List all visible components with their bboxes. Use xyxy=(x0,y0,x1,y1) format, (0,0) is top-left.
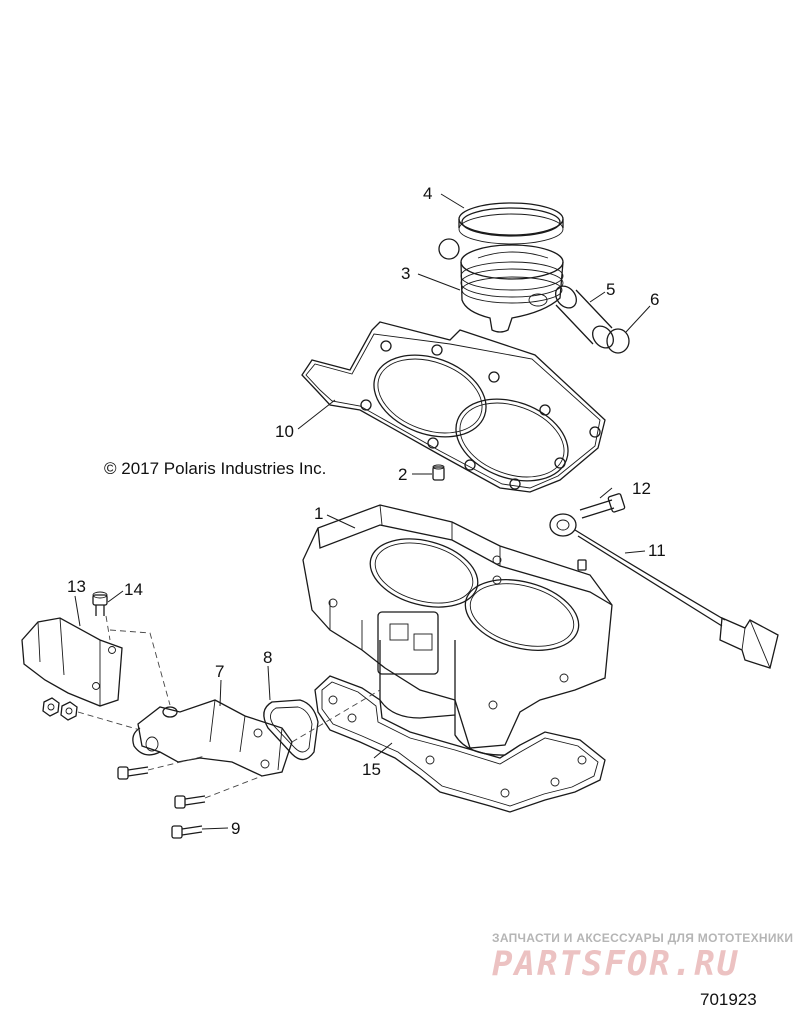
knock-sensor xyxy=(549,513,779,669)
sensor-bolt xyxy=(579,493,626,519)
cylinder-block xyxy=(302,504,613,756)
callout-1: 1 xyxy=(314,504,323,523)
callout-15: 15 xyxy=(362,760,381,779)
shield-bolt xyxy=(92,591,108,616)
outlet-seal xyxy=(263,699,319,761)
callout-3: 3 xyxy=(401,264,410,283)
shield-nuts xyxy=(42,697,78,721)
callout-13: 13 xyxy=(67,577,86,596)
callout-8: 8 xyxy=(263,648,272,667)
callout-9: 9 xyxy=(231,819,240,838)
head-gasket xyxy=(301,321,606,493)
water-outlet xyxy=(132,699,293,777)
callout-4: 4 xyxy=(423,184,432,203)
assembly-lines xyxy=(77,615,381,799)
dowel-pin xyxy=(432,464,445,481)
copyright-notice: © 2017 Polaris Industries Inc. xyxy=(104,459,327,478)
base-gasket xyxy=(314,675,606,813)
callout-10: 10 xyxy=(275,422,294,441)
piston xyxy=(460,244,564,333)
callout-7: 7 xyxy=(215,662,224,681)
piston-ring xyxy=(458,202,564,245)
callout-12: 12 xyxy=(632,479,651,498)
watermark-logo: PARTSFOR.RU xyxy=(492,944,740,984)
piston-pin xyxy=(555,285,614,349)
document-number: 701923 xyxy=(700,990,757,1009)
outlet-bolts xyxy=(117,766,206,839)
leader-lines xyxy=(74,193,651,830)
watermark-tagline: ЗАПЧАСТИ И АКСЕССУАРЫ ДЛЯ МОТОТЕХНИКИ xyxy=(492,931,794,945)
callout-11: 11 xyxy=(648,541,666,560)
circlip-left xyxy=(438,238,460,260)
callout-5: 5 xyxy=(606,280,615,299)
callout-14: 14 xyxy=(124,580,143,599)
callout-2: 2 xyxy=(398,465,407,484)
circlip-right xyxy=(606,328,630,354)
callout-6: 6 xyxy=(650,290,659,309)
callouts: 4 3 5 6 10 2 1 12 11 13 14 7 8 9 15 xyxy=(67,184,666,838)
heat-shield xyxy=(21,617,123,707)
